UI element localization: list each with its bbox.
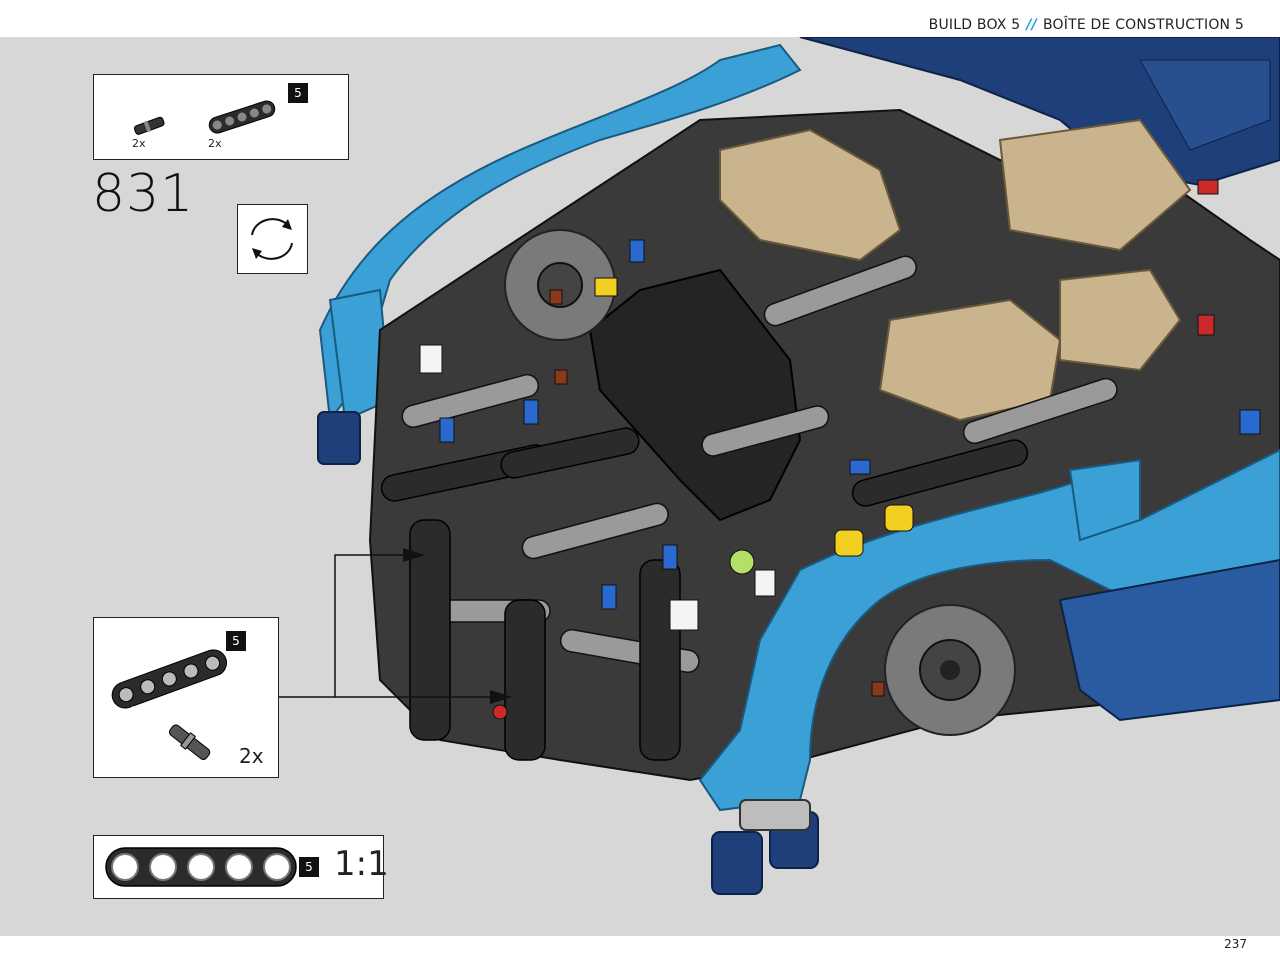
header-separator: //: [1026, 17, 1037, 33]
scale-ratio: 1:1: [334, 844, 389, 884]
instruction-canvas: 2x 2x 5 831 5: [0, 37, 1280, 936]
header-title: BUILD BOX 5 // BOÎTE DE CONSTRUCTION 5: [929, 17, 1244, 33]
axle-pin-icon: [133, 116, 165, 135]
scale-box: 5 1:1: [93, 835, 389, 899]
step-number: 831: [92, 164, 195, 224]
beam-qty: 2x: [208, 137, 222, 150]
beam-1to1-icon: [105, 847, 297, 887]
top-bar: [0, 0, 1280, 37]
rotate-model-icon: [251, 218, 293, 260]
subassembly-beam-badge: 5: [226, 631, 246, 651]
technic-beam-5-icon: [208, 100, 276, 134]
subassembly-qty: 2x: [239, 744, 264, 768]
page-number: 237: [1224, 937, 1247, 951]
axle-pin-qty: 2x: [132, 137, 146, 150]
subassembly-box: 5 2x: [93, 617, 279, 778]
footer-bar: [0, 936, 1280, 974]
rotate-model-box: [237, 204, 308, 274]
parts-list-box: 2x 2x 5: [93, 74, 349, 160]
header-build-box: BUILD BOX 5: [928, 17, 1021, 33]
subassembly-illustration: [111, 649, 228, 760]
beam-length-badge: 5: [288, 83, 308, 103]
car-model-illustration: [279, 37, 1280, 895]
header-boite: BOÎTE DE CONSTRUCTION 5: [1042, 17, 1244, 33]
scale-beam-badge: 5: [299, 857, 319, 877]
